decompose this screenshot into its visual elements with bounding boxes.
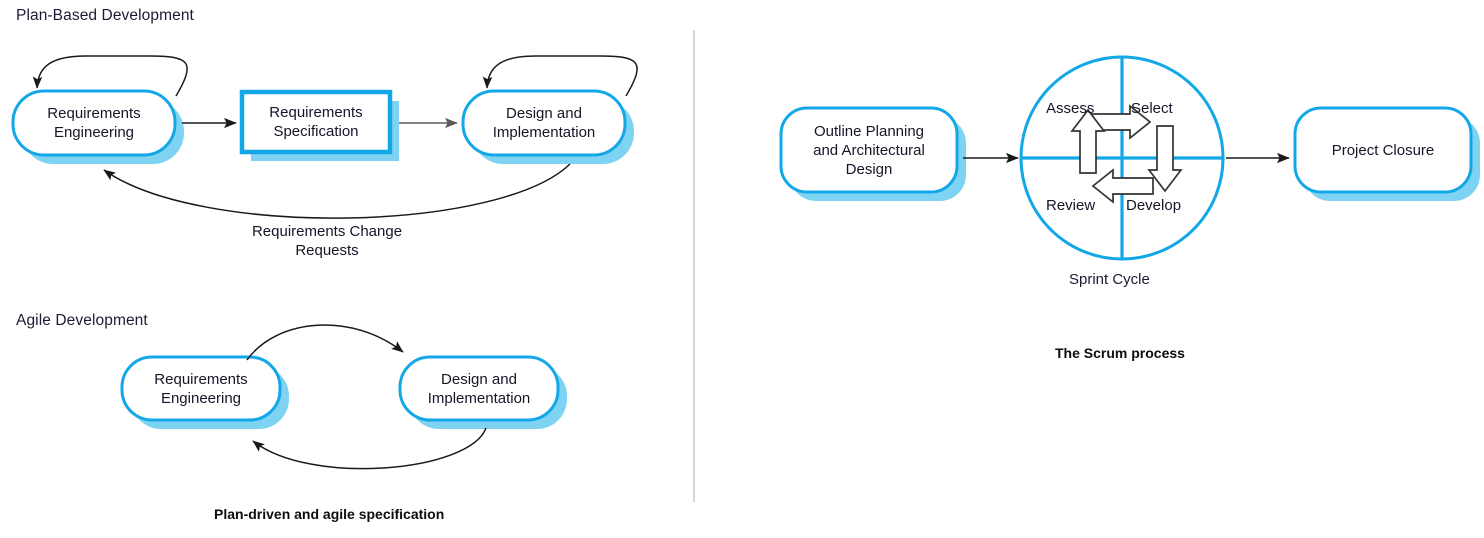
design-and-implementation-box[interactable] (461, 89, 627, 157)
agile-design-and-implementation-box[interactable] (398, 355, 560, 422)
requirements-change-feedback-arrow (103, 163, 571, 219)
left-panel-caption: Plan-driven and agile specification (214, 506, 445, 522)
sprint-quadrant-assess-label: Assess (1046, 100, 1095, 117)
agile-section-title: Agile Development (16, 312, 148, 329)
sprint-quadrant-develop-label: Develop (1126, 197, 1182, 214)
sprint-quadrant-review-label: Review (1046, 197, 1096, 214)
project-closure-box[interactable] (1293, 106, 1473, 194)
requirements-specification-box[interactable] (239, 89, 393, 155)
self-loop-design-and-implementation (482, 55, 638, 97)
sprint-quadrant-select-label: Select (1131, 100, 1173, 117)
plan-based-section-title: Plan-Based Development (16, 7, 194, 24)
right-panel-caption: The Scrum process (1055, 345, 1185, 361)
agile-arrow-di-to-re (252, 427, 487, 470)
requirements-engineering-box[interactable] (11, 89, 177, 157)
review-to-assess-arrow-icon (1070, 108, 1106, 174)
agile-requirements-engineering-box[interactable] (120, 355, 282, 422)
select-to-develop-arrow-icon (1147, 125, 1183, 193)
self-loop-requirements-engineering (32, 55, 188, 97)
sprint-cycle-caption: Sprint Cycle (1069, 271, 1150, 288)
agile-arrow-re-to-di (246, 324, 404, 361)
outline-planning-box[interactable] (779, 106, 959, 194)
develop-to-review-arrow-icon (1091, 168, 1154, 204)
